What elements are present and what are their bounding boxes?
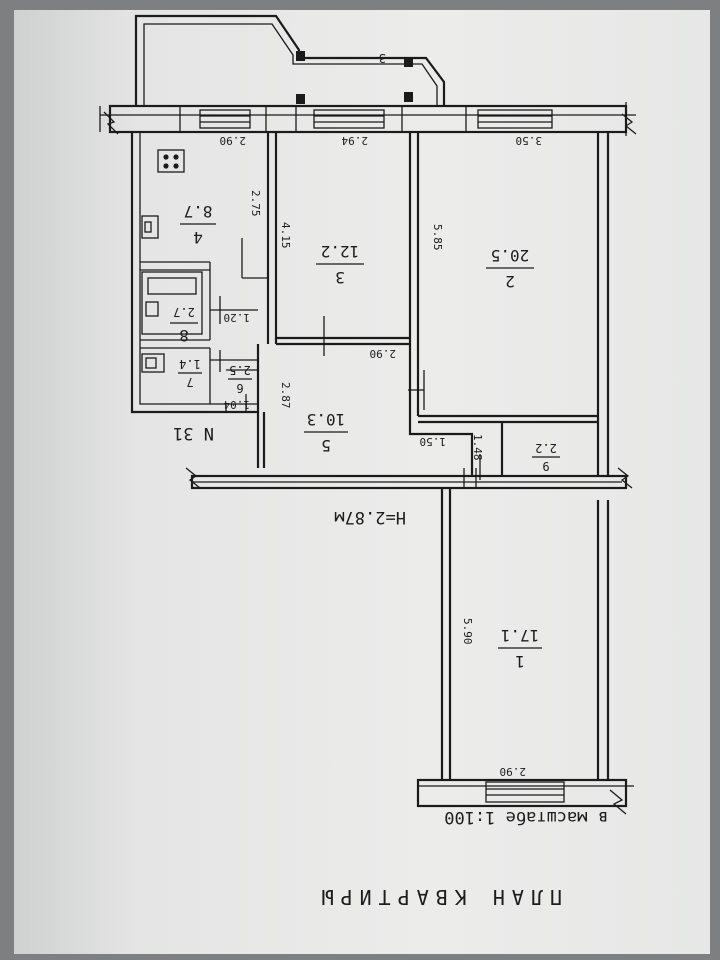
dim-room6-length: 1.20 xyxy=(224,311,251,324)
balcony: 3 xyxy=(134,14,446,106)
room-2-area: 20.5 xyxy=(491,246,530,265)
window-bottom xyxy=(485,781,565,803)
dim-room1-width: 2.90 xyxy=(500,765,527,778)
exterior-wall-top xyxy=(99,102,636,136)
dimensions: 2.90 2.94 3.50 2.75 4.15 5.85 1.20 2.90 … xyxy=(220,134,543,778)
room-6-number: 6 xyxy=(236,381,243,395)
dim-room5-width: 2.90 xyxy=(370,347,397,360)
room-4-number: 4 xyxy=(193,228,203,247)
kitchen-sink-icon xyxy=(141,215,159,239)
dim-room2-width: 3.50 xyxy=(516,134,543,147)
room-5-area: 10.3 xyxy=(307,410,346,429)
room-8-label: 8 2.7 xyxy=(170,305,198,345)
dim-room4-width: 2.90 xyxy=(220,134,247,147)
window-top-2 xyxy=(313,109,385,129)
dim-room7-length: 1.04 xyxy=(223,398,250,411)
ceiling-height: H=2.87м xyxy=(334,507,406,527)
dim-room3-width: 2.94 xyxy=(341,134,368,147)
room-2-number: 2 xyxy=(505,272,515,291)
room-6-label: 6 2.5 xyxy=(228,363,252,395)
floor-plan-drawing: 3 xyxy=(99,14,637,909)
room-1-walls xyxy=(416,488,634,808)
apartment-number: N 31 xyxy=(173,423,214,443)
window-top-1 xyxy=(199,109,251,129)
room-9-number: 9 xyxy=(542,459,549,473)
room-8-area: 2.7 xyxy=(173,305,195,319)
room-1-label: 1 17.1 xyxy=(498,626,542,671)
room-5-number: 5 xyxy=(321,436,331,455)
dim-room2-length: 5.85 xyxy=(431,224,444,251)
wall-break-marks xyxy=(103,111,637,815)
bathtub-icon xyxy=(141,271,203,335)
balcony-label: 3 xyxy=(379,51,386,65)
room-3-number: 3 xyxy=(335,268,345,287)
room-3-label: 3 12.2 xyxy=(316,242,364,287)
room-9-area: 2.2 xyxy=(535,441,557,455)
kitchen-stove-icon xyxy=(157,149,185,173)
scale-caption: в масштабе 1:100 xyxy=(444,807,608,827)
room-8-number: 8 xyxy=(179,326,189,345)
room-7-area: 1.4 xyxy=(179,357,201,371)
window-top-3 xyxy=(477,109,553,129)
room-3-area: 12.2 xyxy=(321,242,360,261)
room-6-area: 2.5 xyxy=(229,363,251,377)
dim-room3-length: 4.15 xyxy=(279,222,292,249)
dim-room9-length: 1.50 xyxy=(420,435,447,448)
plan-sheet: 3 xyxy=(14,10,710,954)
room-2-label: 2 20.5 xyxy=(486,246,534,291)
interior-walls xyxy=(140,132,598,480)
room-1-area: 17.1 xyxy=(501,626,540,645)
outer-walls xyxy=(130,132,610,780)
middle-wall xyxy=(190,468,628,490)
room-labels: 1 17.1 2 20.5 3 12.2 4 8.7 5 10.3 6 2.5 xyxy=(170,202,560,671)
room-9-label: 9 2.2 xyxy=(532,441,560,473)
room-7-number: 7 xyxy=(186,375,193,389)
room-5-label: 5 10.3 xyxy=(304,410,348,455)
dim-room1-length: 5.90 xyxy=(461,618,474,645)
dim-room9-width: 1.48 xyxy=(471,434,484,461)
dim-room4-length: 2.75 xyxy=(249,190,262,217)
room-7-label: 7 1.4 xyxy=(178,357,202,389)
dim-room5-length: 2.87 xyxy=(279,382,292,409)
toilet-icon xyxy=(141,353,165,373)
room-4-area: 8.7 xyxy=(184,202,213,221)
room-1-number: 1 xyxy=(515,652,525,671)
room-4-label: 4 8.7 xyxy=(180,202,216,247)
plan-title: ПЛАН КВАРТИРЫ xyxy=(314,885,562,909)
